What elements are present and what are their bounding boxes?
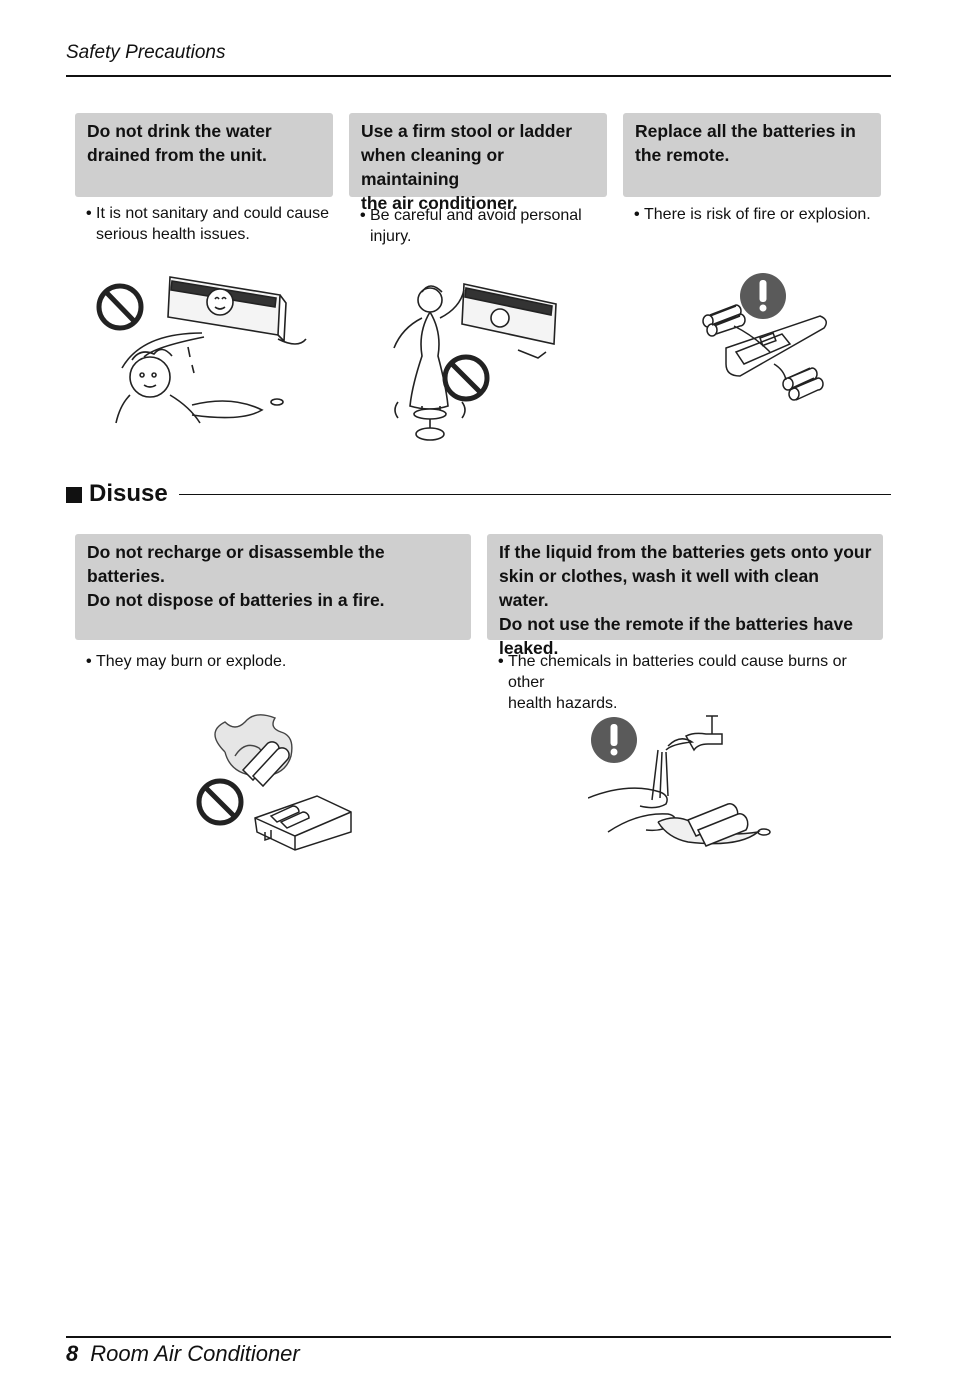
bullet-dot: • (86, 653, 92, 670)
warning-title: Do not drink the water drained from the … (87, 121, 272, 165)
bullet-text: Be careful and avoid personal injury. (370, 207, 582, 245)
section-square-icon (66, 487, 82, 503)
bullet-text: There is risk of fire or explosion. (644, 206, 871, 223)
bullet-text: It is not sanitary and could cause serio… (96, 205, 330, 243)
warning-box-stool-ladder: Use a firm stool or ladder when cleaning… (349, 113, 607, 213)
batteries-fire-charger-illustration (196, 714, 352, 851)
bullet-text: The chemicals in batteries could cause b… (508, 653, 847, 712)
bullet-note: • There is risk of fire or explosion. (634, 204, 879, 225)
page-number: 8 (66, 1341, 79, 1366)
page-header-title: Safety Precautions (66, 42, 226, 63)
bullet-dot: • (360, 207, 366, 224)
warning-title: Do not recharge or disassemble the batte… (87, 542, 385, 610)
caution-exclamation-icon (740, 273, 786, 319)
section-heading-disuse: Disuse (66, 480, 891, 510)
bullet-dot: • (86, 205, 92, 222)
bullet-note: • Be careful and avoid personal injury. (360, 205, 605, 247)
page-footer: 8 Room Air Conditioner (66, 1341, 300, 1367)
section-rule (179, 494, 891, 495)
remote-battery-replacement-illustration (702, 273, 827, 401)
warning-title: Replace all the batteries in the remote. (635, 121, 856, 165)
footer-title: Room Air Conditioner (90, 1341, 300, 1366)
bullet-dot: • (634, 206, 640, 223)
bullet-dot: • (498, 653, 504, 670)
warning-box-recharge-batteries: Do not recharge or disassemble the batte… (75, 534, 471, 640)
bullet-note: • The chemicals in batteries could cause… (498, 651, 883, 714)
footer-rule (66, 1336, 891, 1338)
header-rule (66, 75, 891, 77)
section-title: Disuse (89, 480, 168, 507)
bullet-note: • It is not sanitary and could cause ser… (86, 203, 331, 245)
warning-box-battery-leak: If the liquid from the batteries gets on… (487, 534, 883, 658)
warning-title: If the liquid from the batteries gets on… (499, 542, 872, 658)
bullet-note: • They may burn or explode. (86, 651, 466, 672)
child-drinking-drain-water-illustration (96, 276, 307, 424)
warning-box-drink-water: Do not drink the water drained from the … (75, 113, 333, 197)
warning-title: Use a firm stool or ladder when cleaning… (361, 121, 573, 213)
warning-box-replace-batteries: Replace all the batteries in the remote. (623, 113, 881, 197)
bullet-text: They may burn or explode. (96, 653, 287, 670)
woman-on-unstable-stool-illustration (393, 283, 557, 441)
washing-hands-faucet-illustration (588, 715, 771, 847)
caution-exclamation-icon (591, 717, 637, 763)
